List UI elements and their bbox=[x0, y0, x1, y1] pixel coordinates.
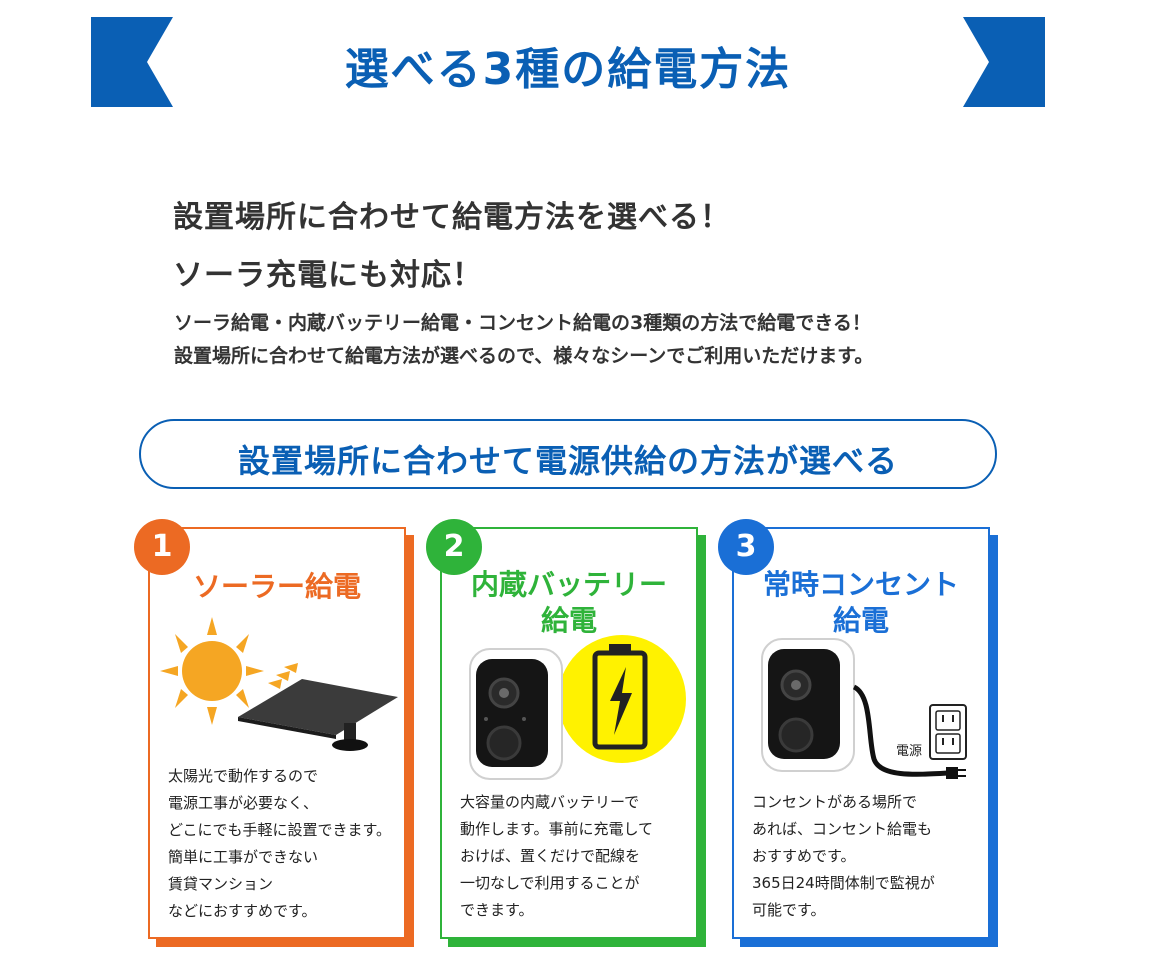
card-description: 太陽光で動作するので 電源工事が必要なく、 どこにでも手軽に設置できます。 簡単… bbox=[168, 763, 394, 925]
desc-line: 賃貸マンション bbox=[168, 875, 274, 893]
desc-line: 電源工事が必要なく、 bbox=[168, 794, 319, 812]
desc-line: できます。 bbox=[460, 901, 534, 919]
desc-line: 太陽光で動作するので bbox=[168, 767, 319, 785]
banner-left-flag bbox=[91, 17, 173, 107]
desc-line: コンセントがある場所で bbox=[752, 793, 918, 811]
subtitle-pill: 設置場所に合わせて電源供給の方法が選べる bbox=[139, 419, 997, 489]
desc-line: などにおすすめです。 bbox=[168, 902, 317, 920]
card-title: 内蔵バッテリー 給電 bbox=[442, 567, 696, 639]
outlet-icon: 電源 bbox=[761, 638, 967, 779]
intro-line-2: 設置場所に合わせて給電方法が選べるので、様々なシーンでご利用いただけます。 bbox=[174, 345, 874, 367]
desc-line: 可能です。 bbox=[752, 901, 826, 919]
outlet-label: 電源 bbox=[896, 744, 922, 759]
card-title-line-1: 常時コンセント bbox=[762, 568, 959, 601]
page-title: 選べる3種の給電方法 bbox=[344, 44, 792, 95]
card-title: ソーラー給電 bbox=[150, 569, 404, 605]
intro-line-1: ソーラ給電・内蔵バッテリー給電・コンセント給電の3種類の方法で給電できる！ bbox=[174, 312, 871, 334]
card-title: 常時コンセント 給電 bbox=[734, 567, 988, 639]
desc-line: 簡単に工事ができない bbox=[168, 848, 319, 866]
desc-line: あれば、コンセント給電も bbox=[752, 820, 933, 838]
title-banner: 選べる3種の給電方法 bbox=[91, 17, 1045, 107]
desc-line: 動作します。事前に充電して bbox=[460, 820, 654, 838]
card-box: 内蔵バッテリー 給電 大容量の内蔵バッテリーで 動作します。事前に充電して おけ… bbox=[440, 527, 698, 939]
headline-line-1: 設置場所に合わせて給電方法を選べる！ bbox=[173, 200, 731, 235]
number-badge: 1 bbox=[134, 519, 190, 575]
card-title-line-1: ソーラー給電 bbox=[192, 570, 361, 603]
subtitle-text: 設置場所に合わせて電源供給の方法が選べる bbox=[237, 442, 898, 480]
card-box: ソーラー給電 bbox=[148, 527, 406, 939]
card-title-line-1: 内蔵バッテリー bbox=[470, 568, 667, 601]
number-badge: 3 bbox=[718, 519, 774, 575]
desc-line: 365日24時間体制で監視が bbox=[752, 874, 935, 892]
card-box: 常時コンセント 給電 電源 コンセントがある場所で bbox=[732, 527, 990, 939]
desc-line: おすすめです。 bbox=[752, 847, 856, 865]
desc-line: おけば、置くだけで配線を bbox=[460, 847, 641, 865]
card-title-line-2: 給電 bbox=[540, 604, 597, 637]
banner-right-flag bbox=[963, 17, 1045, 107]
battery-icon bbox=[469, 635, 686, 780]
desc-line: 一切なしで利用することが bbox=[460, 874, 640, 892]
card-title-line-2: 給電 bbox=[832, 604, 889, 637]
sun-solar-panel-icon bbox=[160, 617, 398, 751]
number-badge: 2 bbox=[426, 519, 482, 575]
card-description: 大容量の内蔵バッテリーで 動作します。事前に充電して おけば、置くだけで配線を … bbox=[460, 789, 686, 924]
desc-line: 大容量の内蔵バッテリーで bbox=[460, 793, 640, 811]
desc-line: どこにでも手軽に設置できます。 bbox=[168, 821, 392, 839]
card-description: コンセントがある場所で あれば、コンセント給電も おすすめです。 365日24時… bbox=[752, 789, 978, 924]
headline-line-2: ソーラ充電にも対応！ bbox=[173, 258, 483, 293]
